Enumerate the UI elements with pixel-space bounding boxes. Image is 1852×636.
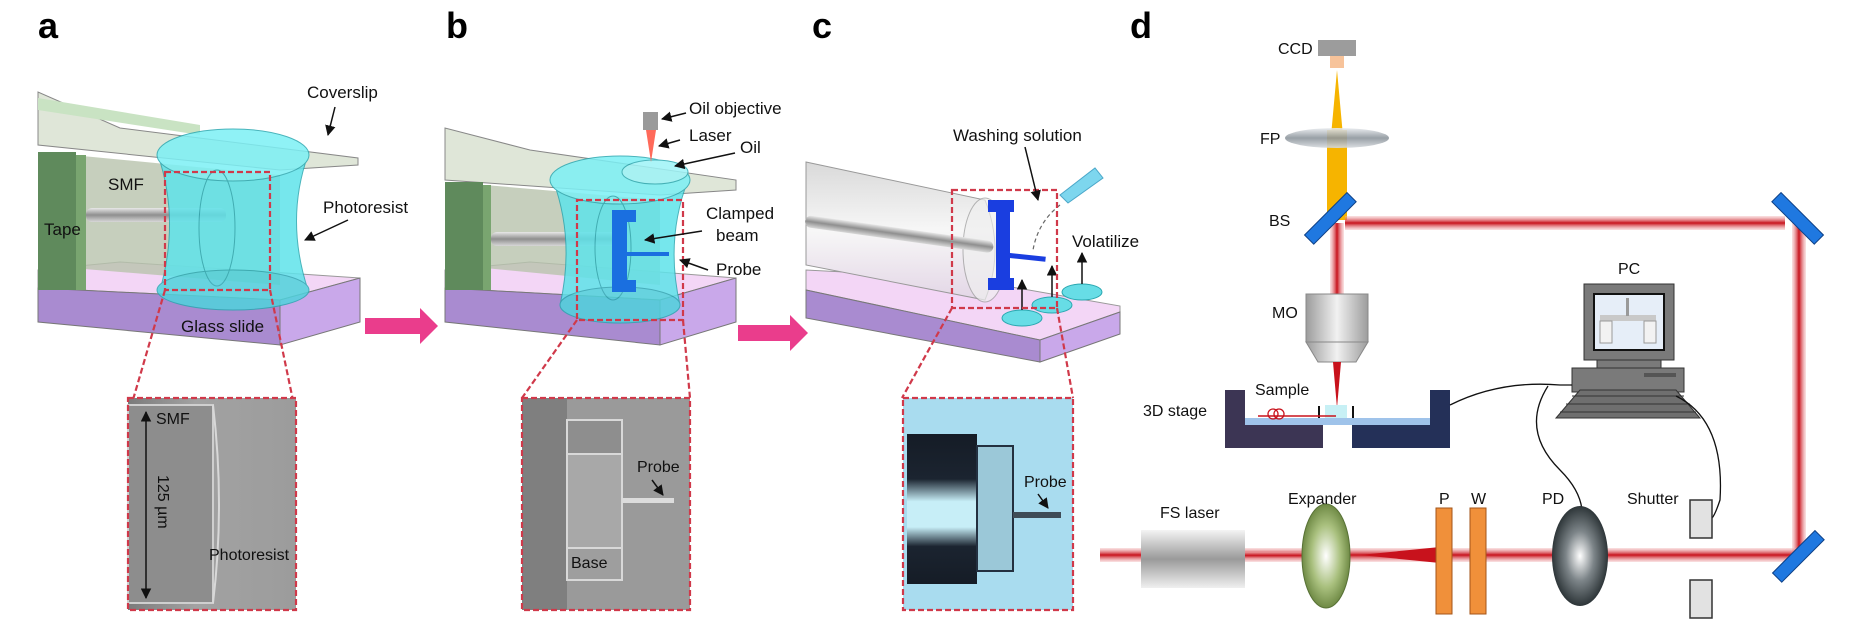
zoom-line-b-left xyxy=(521,319,578,399)
zoom-line-c-left xyxy=(901,307,953,399)
arrow-oil-objective xyxy=(660,111,687,122)
ccd-camera xyxy=(1318,40,1356,68)
photodiode xyxy=(1552,506,1608,606)
inset-micrograph-b: Probe Base xyxy=(520,396,692,612)
panel-c: c W xyxy=(805,5,1139,612)
label-glass-slide: Glass slide xyxy=(181,317,264,336)
label-3d-stage: 3D stage xyxy=(1143,403,1207,420)
laser-beam-down xyxy=(1330,223,1344,295)
label-fp: FP xyxy=(1260,131,1280,148)
panel-letter-b: b xyxy=(446,5,468,46)
label-sample: Sample xyxy=(1255,382,1309,399)
washing-pipette xyxy=(1032,167,1104,251)
panel-letter-c: c xyxy=(812,5,832,46)
inset-b-label-probe: Probe xyxy=(637,459,680,476)
laser-beam-right xyxy=(1792,222,1806,556)
photoresist-droplet xyxy=(156,128,310,311)
laser-focus-cone xyxy=(1360,547,1440,563)
mirror-top-right xyxy=(1771,191,1825,245)
step-arrow-a-to-b xyxy=(365,308,438,344)
label-p: P xyxy=(1439,491,1450,508)
panel-a: a Coverslip S xyxy=(37,5,438,612)
arrow-probe xyxy=(679,258,709,271)
label-pc: PC xyxy=(1618,261,1640,278)
inset-a-label-scale: 125 µm xyxy=(154,475,171,529)
arrow-coverslip xyxy=(325,106,336,137)
label-clamped-beam-2: beam xyxy=(716,226,759,245)
label-ccd: CCD xyxy=(1278,41,1313,58)
inset-c-arrow-probe xyxy=(1037,493,1049,509)
zoom-line-a-right xyxy=(268,289,297,411)
zoom-line-c-right xyxy=(1055,307,1075,399)
shutter xyxy=(1689,499,1713,619)
fp-lens xyxy=(1285,128,1389,148)
inset-b-label-base: Base xyxy=(571,555,608,572)
label-fs-laser: FS laser xyxy=(1160,505,1220,522)
glass-slide-c xyxy=(805,269,1121,363)
polarizer xyxy=(1435,507,1453,615)
label-clamped-beam-1: Clamped xyxy=(706,204,774,223)
label-shutter: Shutter xyxy=(1627,491,1679,508)
label-laser: Laser xyxy=(689,126,732,145)
inset-region-a xyxy=(163,170,272,292)
label-pd: PD xyxy=(1542,491,1564,508)
label-washing-solution: Washing solution xyxy=(953,126,1082,145)
panel-b: b Oil objective xyxy=(444,5,808,612)
label-w: W xyxy=(1471,491,1487,508)
label-expander: Expander xyxy=(1288,491,1357,508)
label-volatilize: Volatilize xyxy=(1072,232,1139,251)
panel-letter-a: a xyxy=(38,5,59,46)
label-tape: Tape xyxy=(44,220,81,239)
oil-objective xyxy=(643,112,658,162)
inset-micrograph-a: SMF 125 µm Photoresist xyxy=(126,396,298,612)
beam-expander xyxy=(1301,503,1351,609)
label-oil-objective: Oil objective xyxy=(689,99,782,118)
arrow-oil xyxy=(673,152,736,170)
tape xyxy=(38,152,86,290)
label-mo: MO xyxy=(1272,305,1298,322)
label-oil: Oil xyxy=(740,138,761,157)
3d-stage xyxy=(1225,390,1450,448)
clamped-beam-structure xyxy=(612,210,669,292)
arrow-laser xyxy=(657,138,681,149)
tape-b-edge xyxy=(483,185,491,290)
label-photoresist: Photoresist xyxy=(323,198,408,217)
panel-letter-d: d xyxy=(1130,5,1152,46)
step-arrow-b-to-c xyxy=(738,315,808,351)
inset-micrograph-c: Probe xyxy=(901,396,1075,612)
inset-region-c xyxy=(950,188,1059,310)
arrow-photoresist xyxy=(304,219,349,241)
pc-computer xyxy=(1554,283,1702,419)
label-probe: Probe xyxy=(716,260,761,279)
beam-splitter xyxy=(1303,191,1357,245)
cables xyxy=(1449,383,1722,519)
fiber-tube xyxy=(805,161,1008,303)
microscope-objective xyxy=(1305,293,1369,408)
inset-b-arrow-probe xyxy=(651,479,664,496)
waveplate xyxy=(1469,507,1487,615)
arrow-washing-solution xyxy=(1024,146,1041,202)
label-coverslip: Coverslip xyxy=(307,83,378,102)
tape-b xyxy=(445,182,483,290)
label-smf: SMF xyxy=(108,175,144,194)
zoom-line-b-right xyxy=(681,319,692,399)
inset-a-label-smf: SMF xyxy=(156,411,190,428)
mirror-bottom-right xyxy=(1771,529,1825,583)
fs-laser xyxy=(1141,530,1335,588)
zoom-line-a-left xyxy=(128,289,167,411)
inset-a-label-photoresist: Photoresist xyxy=(209,547,290,564)
clamped-beam-structure-c xyxy=(988,200,1046,290)
inset-c-label-probe: Probe xyxy=(1024,474,1067,491)
arrow-clamped-beam xyxy=(643,230,703,244)
panel-d: d xyxy=(1100,5,1825,619)
label-bs: BS xyxy=(1269,213,1290,230)
laser-beam-top xyxy=(1345,216,1785,230)
